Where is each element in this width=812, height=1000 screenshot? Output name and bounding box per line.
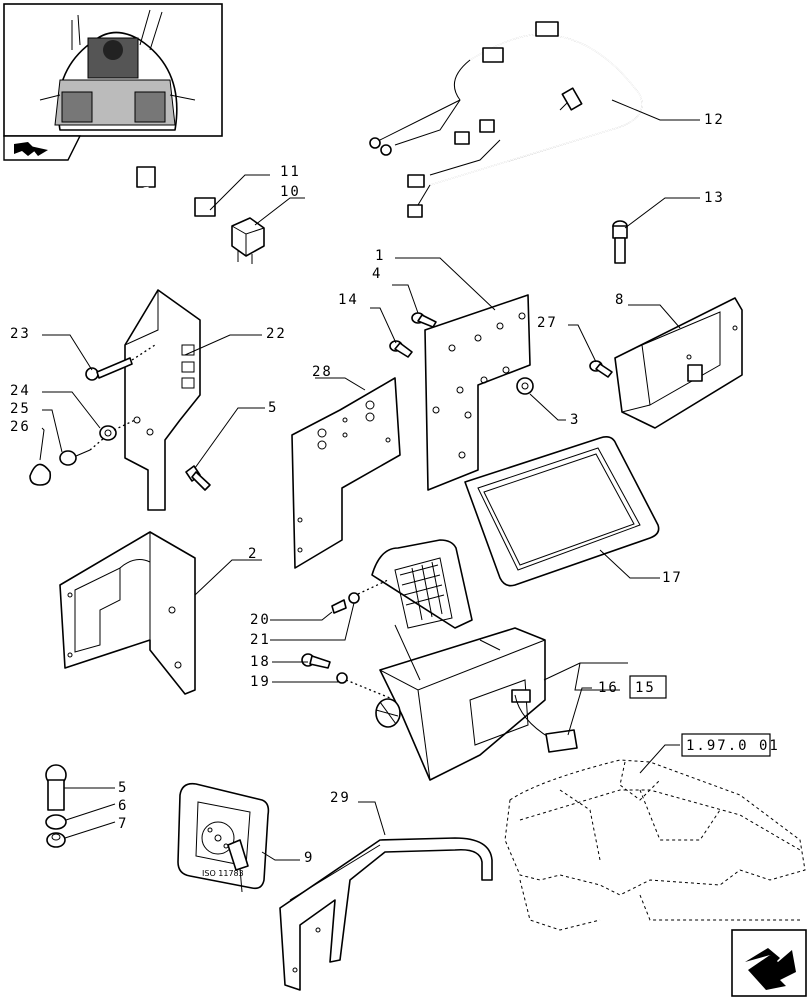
part-22-bracket[interactable]	[124, 289, 201, 511]
label-20: 20	[250, 612, 271, 628]
label-22: 22	[266, 326, 287, 342]
label-21: 21	[250, 632, 271, 648]
part-25-nut[interactable]	[59, 449, 91, 466]
part-23-screw[interactable]	[85, 357, 133, 381]
label-16: 16	[598, 680, 619, 696]
part-13-bolt[interactable]	[612, 220, 628, 264]
reference-box[interactable]	[681, 733, 771, 757]
label-5-upper: 5	[268, 400, 278, 416]
part-6-washer[interactable]	[45, 814, 67, 830]
part-29-support-bar[interactable]	[279, 837, 493, 991]
part-18-bolt[interactable]	[301, 653, 331, 669]
part-5-bolt-upper[interactable]	[185, 465, 211, 491]
label-6: 6	[118, 798, 128, 814]
socket-plate-text: ISO 11783	[202, 869, 244, 878]
label-4: 4	[372, 266, 382, 282]
label-2: 2	[248, 546, 258, 562]
part-4-screw[interactable]	[411, 312, 437, 328]
part-12-wiring-harness[interactable]	[369, 21, 643, 218]
part-28-plate[interactable]	[291, 377, 401, 569]
part-16-control-unit[interactable]	[371, 539, 578, 781]
label-10: 10	[280, 184, 301, 200]
label-15-box	[629, 675, 667, 699]
label-5-lower: 5	[118, 780, 128, 796]
part-8-control-module[interactable]	[614, 297, 743, 429]
part-5-bolt-lower[interactable]	[45, 764, 67, 811]
reference-label[interactable]: 1.97.0 01	[686, 738, 780, 754]
part-2-mounting-bracket[interactable]	[59, 531, 196, 695]
label-7: 7	[118, 816, 128, 832]
part-24-washer[interactable]	[99, 425, 117, 441]
label-27: 27	[537, 315, 558, 331]
label-9: 9	[304, 850, 314, 866]
cab-reference-outline	[504, 759, 806, 931]
label-25: 25	[10, 401, 31, 417]
label-26: 26	[10, 419, 31, 435]
label-28: 28	[312, 364, 333, 380]
label-15: 15	[635, 680, 656, 696]
part-1-main-plate[interactable]	[424, 294, 531, 491]
part-21-washer[interactable]	[348, 592, 360, 604]
part-27-screw[interactable]	[589, 360, 613, 378]
part-10-relay[interactable]	[231, 217, 265, 264]
view-direction-icon	[3, 135, 82, 161]
part-19-washer[interactable]	[336, 672, 348, 684]
label-23: 23	[10, 326, 31, 342]
label-29: 29	[330, 790, 351, 806]
label-17: 17	[662, 570, 683, 586]
part-26-cap[interactable]	[29, 463, 52, 486]
label-24: 24	[10, 383, 31, 399]
label-13: 13	[704, 190, 725, 206]
part-3-spacer[interactable]	[516, 377, 534, 395]
tractor-thumbnail[interactable]	[3, 3, 223, 137]
part-7-nut[interactable]	[46, 832, 66, 848]
part-9-socket[interactable]: ISO 11783	[177, 782, 270, 893]
part-17-display[interactable]	[464, 436, 660, 587]
next-page-arrow-icon[interactable]	[731, 929, 807, 997]
label-11: 11	[280, 164, 301, 180]
label-3: 3	[570, 412, 580, 428]
part-11-cable[interactable]	[136, 166, 216, 228]
label-14: 14	[338, 292, 359, 308]
label-1: 1	[375, 248, 385, 264]
part-20-screw[interactable]	[331, 599, 347, 614]
label-18: 18	[250, 654, 271, 670]
label-12: 12	[704, 112, 725, 128]
label-19: 19	[250, 674, 271, 690]
label-8: 8	[615, 292, 625, 308]
part-14-screw[interactable]	[389, 340, 413, 358]
